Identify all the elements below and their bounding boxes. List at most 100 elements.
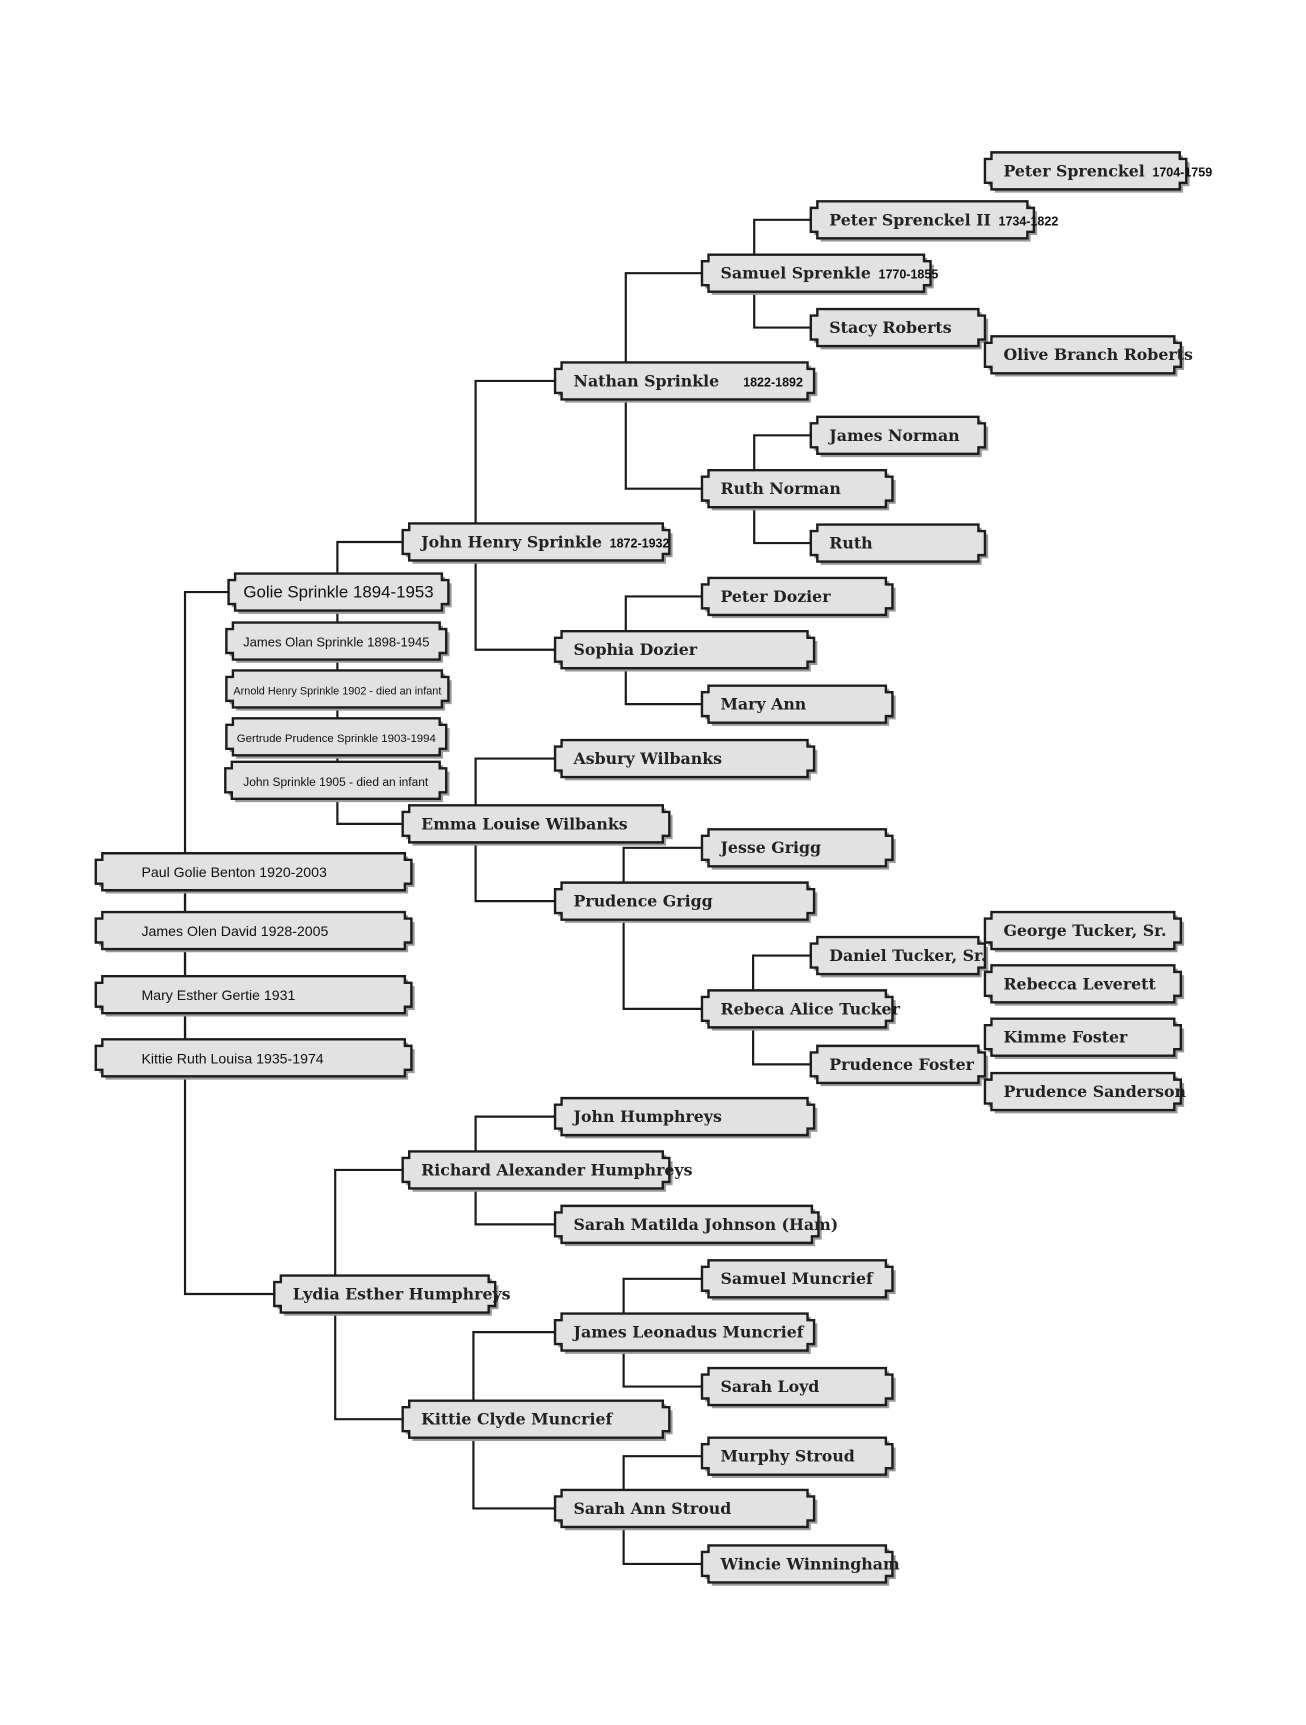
person-name-text: Samuel Muncrief — [720, 1269, 874, 1288]
person-name: Richard Alexander Humphreys — [421, 1160, 692, 1179]
connector-line — [622, 846, 702, 1010]
person-name-text: Arnold Henry Sprinkle 1902 - died an inf… — [233, 685, 441, 697]
person-box: Nathan Sprinkle 1822-1892 — [553, 361, 818, 403]
person-name-text: Nathan Sprinkle — [574, 371, 720, 390]
person-name: Jesse Grigg — [718, 838, 821, 857]
person-name-text: Prudence Foster — [829, 1055, 974, 1074]
person-name-text: Murphy Stroud — [720, 1447, 854, 1466]
person-name-text: James Leonadus Muncrief — [572, 1323, 805, 1342]
person-name-text: Gertrude Prudence Sprinkle 1903-1994 — [237, 733, 437, 745]
person-name: Sarah Loyd — [720, 1377, 819, 1396]
box-frame — [700, 989, 894, 1029]
person-box: Sophia Dozier — [553, 630, 818, 672]
person-name-text: Emma Louise Wilbanks — [421, 814, 628, 833]
person-box: Kimme Foster — [983, 1017, 1185, 1059]
box-frame — [983, 335, 1183, 375]
person-name-text: George Tucker, Sr. — [1003, 921, 1166, 940]
person-name-text: Peter Dozier — [720, 587, 831, 606]
person-name-text: Golie Sprinkle 1894-1953 — [243, 582, 433, 601]
person-name: Sarah Matilda Johnson (Ham) — [574, 1215, 839, 1234]
person-name: Peter Dozier — [720, 587, 831, 606]
person-box: Mary Esther Gertie 1931 — [94, 975, 415, 1017]
person-name-text: John Henry Sprinkle — [419, 532, 602, 551]
person-name: Asbury Wilbanks — [573, 749, 723, 768]
box-frame — [700, 253, 932, 293]
box-frame — [700, 1436, 894, 1476]
person-name-text: Jesse Grigg — [718, 838, 821, 857]
box-frame — [553, 1204, 820, 1245]
person-name: James Olen David 1928-2005 — [141, 923, 328, 939]
box-frame — [700, 1259, 894, 1299]
person-box: Sarah Loyd — [700, 1366, 896, 1409]
box-frame — [700, 576, 894, 617]
box-frame — [700, 684, 894, 724]
person-name: Stacy Roberts — [829, 318, 951, 337]
person-box: Murphy Stroud — [700, 1436, 896, 1478]
person-name: Emma Louise Wilbanks — [421, 814, 628, 833]
person-box: Asbury Wilbanks — [553, 738, 818, 781]
box-frame — [809, 523, 987, 563]
box-frame — [401, 1150, 671, 1190]
person-name-text: James Olan Sprinkle 1898-1945 — [243, 634, 429, 649]
box-frame — [553, 881, 816, 921]
person-name: Lydia Esther Humphreys — [293, 1284, 511, 1303]
person-name: James Norman — [827, 426, 960, 445]
person-name: Mary Ann — [720, 695, 806, 714]
person-box: George Tucker, Sr. — [983, 910, 1185, 953]
person-dates: 1822-1892 — [743, 375, 803, 389]
person-name-text: Paul Golie Benton 1920-2003 — [141, 864, 326, 880]
person-box: Lydia Esther Humphreys — [273, 1274, 511, 1316]
box-frame — [94, 910, 413, 951]
box-frame — [224, 760, 448, 801]
person-dates: 1872-1932 — [610, 536, 670, 550]
person-name-text: Lydia Esther Humphreys — [293, 1284, 511, 1303]
box-frame — [94, 975, 413, 1015]
person-box: Paul Golie Benton 1920-2003 — [94, 852, 415, 894]
person-box: Olive Branch Roberts — [983, 335, 1193, 377]
box-frame — [809, 1044, 987, 1085]
person-box: John Humphreys — [553, 1096, 818, 1139]
person-box: Golie Sprinkle 1894-1953 — [227, 572, 452, 614]
box-frame — [225, 717, 448, 757]
person-name: Wincie Winningham — [719, 1554, 899, 1573]
box-frame — [401, 804, 671, 844]
person-box: Rebeca Alice Tucker — [700, 989, 901, 1031]
person-name: Ruth Norman — [720, 479, 841, 498]
person-name-text: Sarah Matilda Johnson (Ham) — [574, 1215, 839, 1234]
person-name-text: Wincie Winningham — [719, 1554, 899, 1573]
person-box: Ruth — [809, 523, 989, 565]
box-frame — [983, 151, 1188, 191]
box-frame — [553, 361, 816, 401]
person-name-text: John Sprinkle 1905 - died an infant — [243, 775, 429, 789]
person-name-text: Prudence Sanderson — [1003, 1082, 1186, 1101]
box-frame — [809, 415, 987, 456]
person-name-text: Prudence Grigg — [574, 892, 713, 911]
person-name-text: Rebecca Leverett — [1003, 974, 1156, 993]
person-name: Sophia Dozier — [574, 640, 698, 659]
person-name: Daniel Tucker, Sr. — [829, 946, 986, 965]
box-frame — [700, 1544, 894, 1584]
person-box: Mary Ann — [700, 684, 896, 726]
person-name: Kittie Clyde Muncrief — [421, 1410, 613, 1429]
person-box: John Henry Sprinkle 1872-1932 — [401, 522, 673, 564]
person-name: Prudence Foster — [829, 1055, 974, 1074]
person-box: Emma Louise Wilbanks — [401, 804, 673, 846]
person-box: Richard Alexander Humphreys — [401, 1150, 693, 1192]
person-name: Kimme Foster — [1003, 1028, 1128, 1047]
box-frame — [225, 669, 450, 709]
person-box: Peter Dozier — [700, 576, 896, 619]
person-name-text: Ruth — [829, 534, 873, 553]
person-name-text: John Humphreys — [572, 1107, 722, 1126]
person-box: Daniel Tucker, Sr. — [809, 935, 989, 978]
person-name-text: Kittie Clyde Muncrief — [421, 1410, 613, 1429]
person-name-text: Kimme Foster — [1003, 1028, 1128, 1047]
box-frame — [553, 738, 816, 779]
person-box: James Norman — [809, 415, 989, 458]
person-name: Paul Golie Benton 1920-2003 — [141, 864, 326, 880]
person-name: Prudence Sanderson — [1003, 1082, 1186, 1101]
person-name: Sarah Ann Stroud — [574, 1499, 732, 1518]
person-box: Sarah Ann Stroud — [553, 1488, 818, 1531]
